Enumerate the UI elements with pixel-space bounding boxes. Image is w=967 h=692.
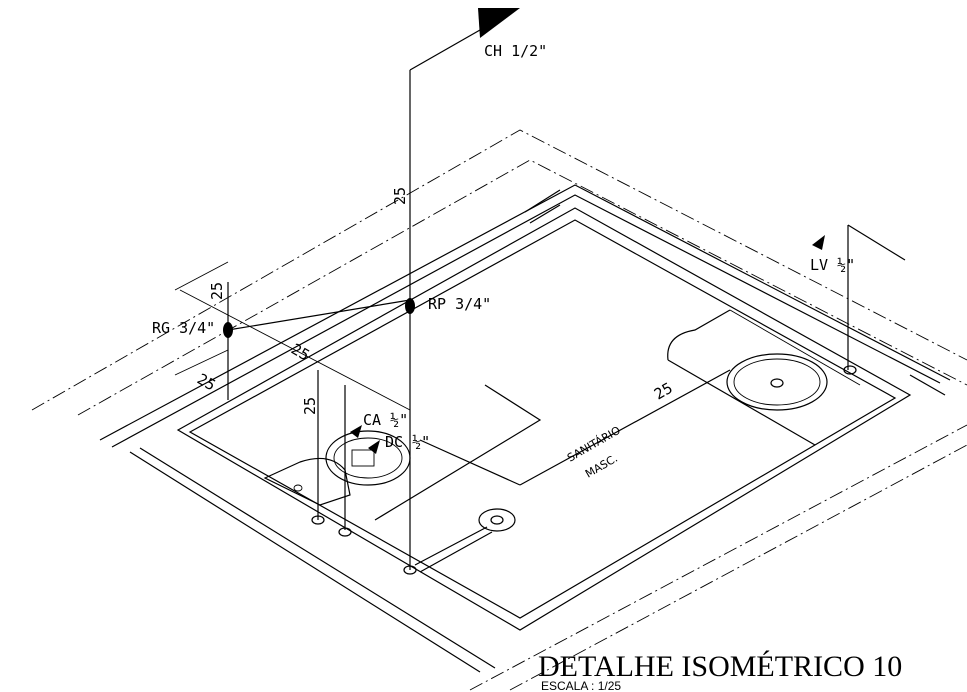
label-ca: CA ½"	[363, 411, 408, 429]
floor-drain-icon	[414, 508, 516, 573]
drawing-scale: ESCALA : 1/25	[541, 679, 621, 692]
counter	[667, 309, 861, 446]
pipe-markers	[223, 298, 857, 575]
flow-arrow-icon	[350, 8, 825, 454]
label-lv: LV ½"	[810, 256, 855, 274]
drawing-title: DETALHE ISOMÉTRICO 10	[538, 650, 902, 683]
dimension-25: 25	[391, 187, 409, 205]
label-dc: DC ½"	[385, 433, 430, 451]
piping	[174, 29, 906, 570]
dimension-25: 25	[208, 282, 226, 300]
dimension-25: 25	[301, 397, 319, 415]
label-rp: RP 3/4"	[428, 295, 491, 313]
dimension-25: 25	[288, 340, 313, 365]
label-ch: CH 1/2"	[484, 42, 547, 60]
room-name-line2: MASC.	[583, 452, 620, 481]
dimension-25: 25	[651, 379, 676, 404]
label-rg: RG 3/4"	[152, 319, 215, 337]
sink-icon	[726, 353, 828, 411]
